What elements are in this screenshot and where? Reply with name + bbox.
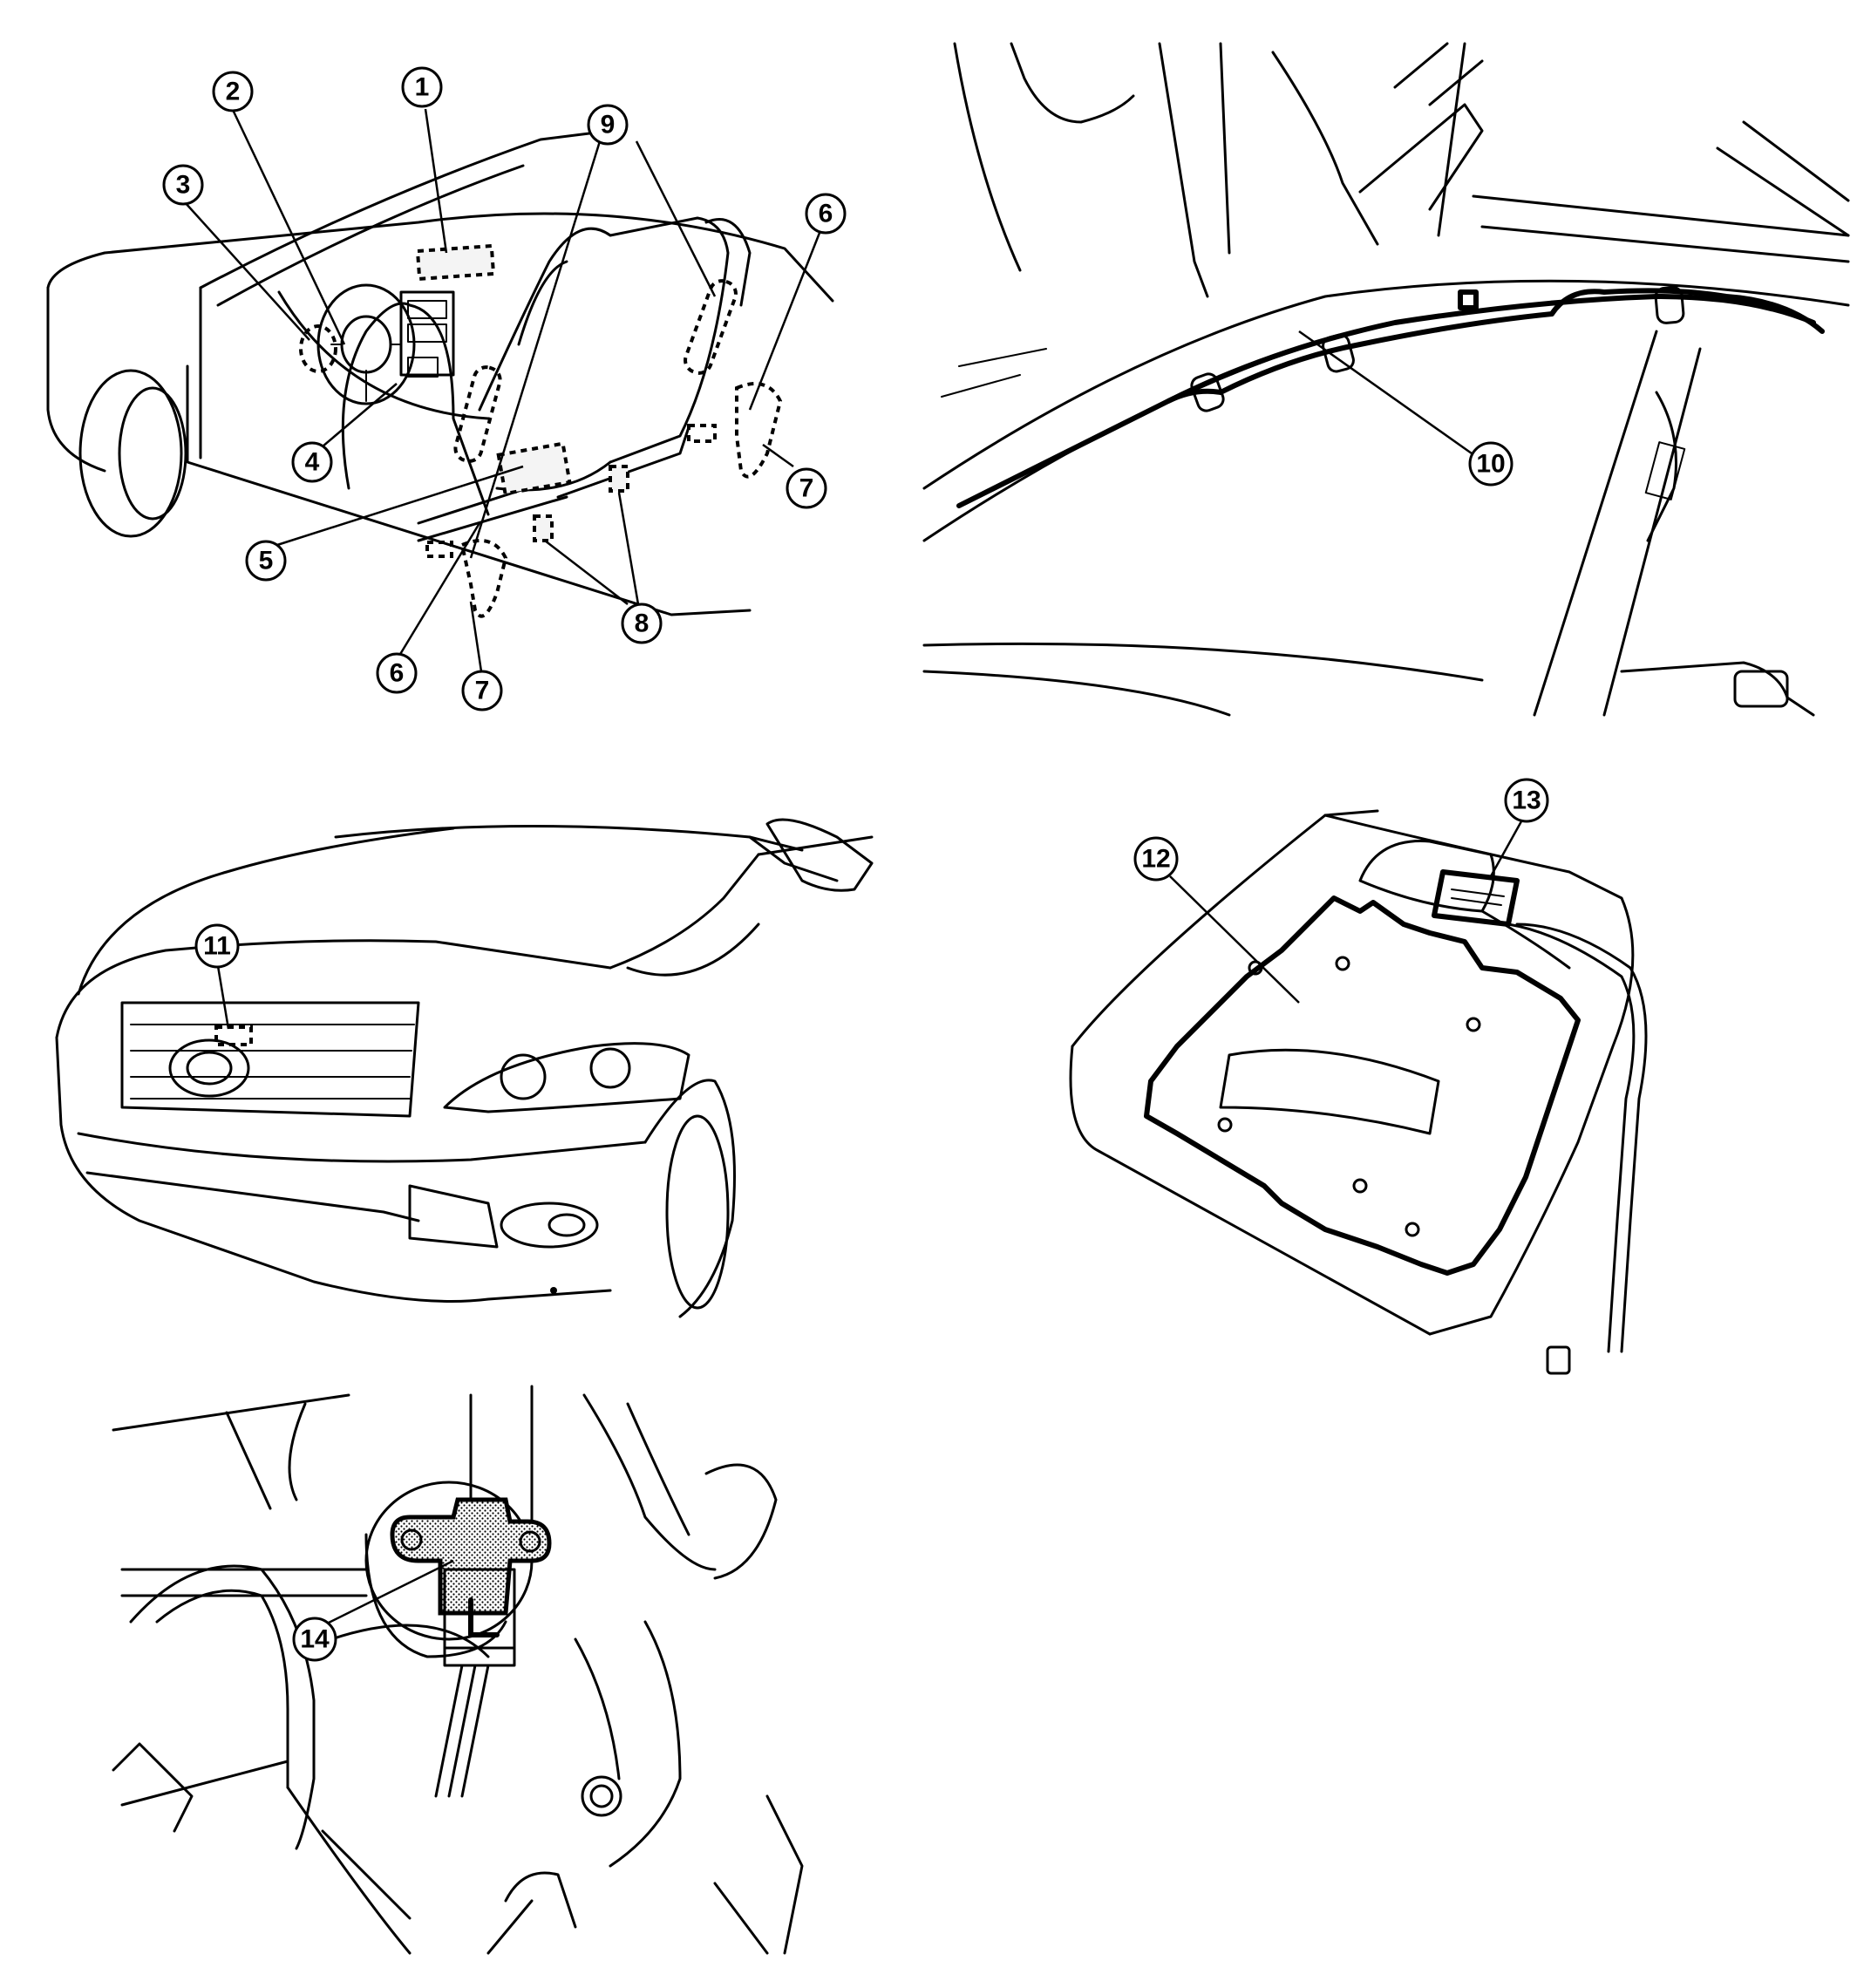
panel-sensor-mount	[112, 1385, 804, 1955]
curtain-airbag-module	[956, 294, 1816, 508]
callout-13: 13	[1504, 778, 1549, 823]
svg-text:5: 5	[259, 547, 274, 575]
panel-interior-overview	[46, 108, 834, 672]
crash-zone-sensor	[390, 1497, 552, 1616]
satellite-sensor-left	[533, 514, 554, 542]
callout-9: 9	[587, 104, 629, 146]
callout-1: 1	[401, 66, 443, 108]
callout-7-left: 7	[461, 670, 503, 711]
panel-curtain-airbag	[922, 42, 1850, 717]
callout-7-right: 7	[786, 467, 827, 509]
panel-occupant-sensor	[1069, 809, 1648, 1375]
svg-text:10: 10	[1476, 450, 1505, 479]
svg-text:8: 8	[635, 609, 650, 638]
passenger-airbag-module	[415, 243, 496, 282]
svg-text:12: 12	[1141, 845, 1170, 874]
callout-2: 2	[212, 71, 254, 112]
satellite-sensor-right	[609, 465, 629, 493]
svg-text:2: 2	[226, 78, 241, 106]
callout-5: 5	[245, 540, 287, 582]
side-airbag-module-right	[684, 279, 738, 375]
svg-text:9: 9	[601, 111, 616, 140]
knee-airbag-module	[299, 324, 337, 373]
seatbelt-pretensioner-right	[735, 382, 783, 479]
callout-6-right: 6	[805, 193, 847, 235]
callout-4: 4	[291, 441, 333, 483]
callout-8: 8	[621, 603, 663, 644]
callout-14: 14	[292, 1617, 337, 1662]
svg-text:7: 7	[799, 474, 814, 503]
panel-front-exterior	[55, 818, 874, 1318]
svg-text:3: 3	[176, 171, 191, 200]
callout-10: 10	[1468, 441, 1513, 487]
svg-text:1: 1	[415, 73, 430, 102]
svg-text:6: 6	[390, 659, 405, 688]
callout-6-left: 6	[376, 652, 418, 694]
callout-11: 11	[194, 923, 240, 969]
occupant-sensor-mat	[1144, 895, 1581, 1276]
svg-text:6: 6	[819, 200, 833, 228]
svg-text:11: 11	[203, 932, 231, 961]
side-airbag-module-left	[453, 365, 502, 463]
callout-12: 12	[1133, 836, 1179, 882]
occupant-classification-control-unit	[1432, 869, 1520, 927]
svg-text:7: 7	[475, 677, 490, 705]
svg-text:13: 13	[1512, 786, 1541, 815]
airbag-control-unit	[496, 441, 572, 496]
callout-3: 3	[162, 164, 204, 206]
svg-text:14: 14	[300, 1625, 330, 1654]
svg-text:4: 4	[305, 448, 320, 477]
front-crash-zone-sensor	[214, 1025, 253, 1046]
